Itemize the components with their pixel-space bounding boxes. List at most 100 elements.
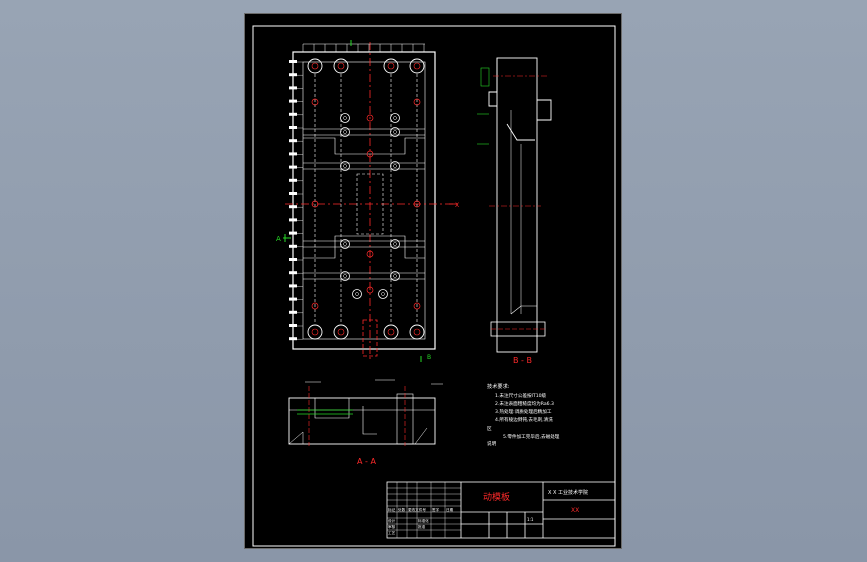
title-cell-label: 处数 [398, 507, 406, 512]
ordinate-tick [289, 258, 297, 261]
title-block-cells: 标记处数更改文件号签字日期设计审核工艺标准化批准 [388, 507, 454, 535]
note-line-2: 2.未注表面粗糙度均为Ra6.3 [495, 400, 554, 407]
section-marker-b-label: B [427, 354, 431, 361]
ordinate-tick [289, 99, 297, 103]
plate-outline [292, 51, 436, 350]
title-cell-label: 批准 [418, 524, 426, 529]
hole-center [413, 328, 421, 336]
ordinate-tick [289, 324, 297, 327]
section-marker-a-label: A [276, 235, 281, 243]
section-b-b-view [477, 57, 552, 353]
note-line-3: 3.热处理:调质处理后精加工 [495, 408, 552, 415]
notes-heading: 技术要求: [487, 382, 510, 390]
ordinate-tick [289, 297, 297, 301]
large-hole [333, 324, 349, 340]
top-dimensions [302, 43, 425, 52]
screw-hole [413, 302, 421, 310]
center-slot [362, 319, 378, 357]
ordinate-tick [289, 284, 297, 288]
ordinate-tick [289, 86, 297, 90]
plate-front-view [285, 42, 459, 359]
channel-path [303, 235, 425, 259]
section-a-a-title: A - A [357, 457, 376, 466]
hole-center [387, 328, 395, 336]
pin-hole-inner [343, 116, 347, 120]
section-marker-x-label: X [455, 202, 459, 209]
pin-hole [390, 113, 400, 123]
ordinate-tick [289, 112, 297, 116]
ordinate-tick [289, 152, 297, 156]
pin-hole-inner [393, 164, 397, 168]
pin-hole [352, 289, 362, 299]
ordinate-tick [289, 310, 297, 314]
title-cell-label: 更改文件号 [408, 507, 426, 512]
large-hole [409, 58, 425, 74]
ordinate-tick [289, 165, 297, 169]
pin-hole-inner [343, 164, 347, 168]
ordinate-dimensions [289, 60, 303, 341]
ordinate-tick [289, 218, 297, 222]
section-marker-a: A [276, 234, 291, 243]
pin-hole [340, 161, 350, 171]
ordinate-tick [289, 126, 297, 129]
center-pocket [356, 173, 384, 235]
large-hole [333, 58, 349, 74]
drawing-code: XX [571, 507, 579, 514]
large-hole [307, 58, 323, 74]
note-line-4: 4.所有棱边倒钝,去毛刺,清洗 [495, 416, 553, 423]
ordinate-tick [289, 60, 297, 63]
hole-center [387, 62, 395, 70]
hole-center [413, 62, 421, 70]
title-cell-label: 设计 [388, 518, 396, 523]
ordinate-tick [289, 244, 297, 248]
note-extra-2: 说明 [487, 440, 497, 447]
ordinate-tick [289, 205, 297, 209]
pin-hole [378, 289, 388, 299]
ordinate-tick [289, 231, 297, 235]
pin-hole [390, 271, 400, 281]
section-b-b-title: B - B [513, 356, 532, 365]
title-block [386, 481, 616, 539]
hole-center [337, 328, 345, 336]
screw-hole [366, 250, 374, 258]
title-cell-label: 标准化 [418, 518, 429, 523]
large-hole [383, 58, 399, 74]
drawing-frame [252, 25, 616, 547]
part-name: 动模板 [483, 491, 510, 503]
ordinate-tick [289, 271, 297, 275]
section-marker-b: B [350, 40, 431, 362]
pin-hole-inner [393, 274, 397, 278]
channel-path [303, 137, 425, 155]
pin-hole [390, 127, 400, 137]
pin-hole-inner [381, 292, 385, 296]
plate-inner-outline [302, 61, 426, 340]
screw-hole [413, 200, 421, 208]
pin-hole-inner [393, 130, 397, 134]
hole-center [311, 62, 319, 70]
section-a-a-view [288, 379, 443, 446]
title-cell-label: 标记 [388, 507, 396, 512]
screw-hole [311, 200, 319, 208]
pin-hole [340, 127, 350, 137]
pin-hole [340, 239, 350, 249]
screw-hole [311, 98, 319, 106]
drawing-canvas: A X B [252, 25, 616, 547]
pin-hole-inner [343, 274, 347, 278]
note-line-1: 1.未注尺寸公差按IT10级 [495, 392, 547, 399]
ordinate-tick [289, 178, 297, 182]
pin-hole [390, 161, 400, 171]
hole-center [311, 328, 319, 336]
title-cell-label: 工艺 [388, 530, 396, 535]
note-extra-1: 区 [487, 426, 492, 432]
pin-hole-inner [355, 292, 359, 296]
screw-hole [366, 286, 374, 294]
pin-hole [340, 113, 350, 123]
title-cell-label: 签字 [432, 507, 440, 512]
drawing-sheet: A X B [244, 13, 622, 549]
cooling-channels [303, 74, 425, 324]
plate-holes [307, 58, 425, 340]
pin-hole-inner [393, 116, 397, 120]
pin-hole-inner [393, 242, 397, 246]
scale-value: 1:1 [527, 517, 534, 522]
